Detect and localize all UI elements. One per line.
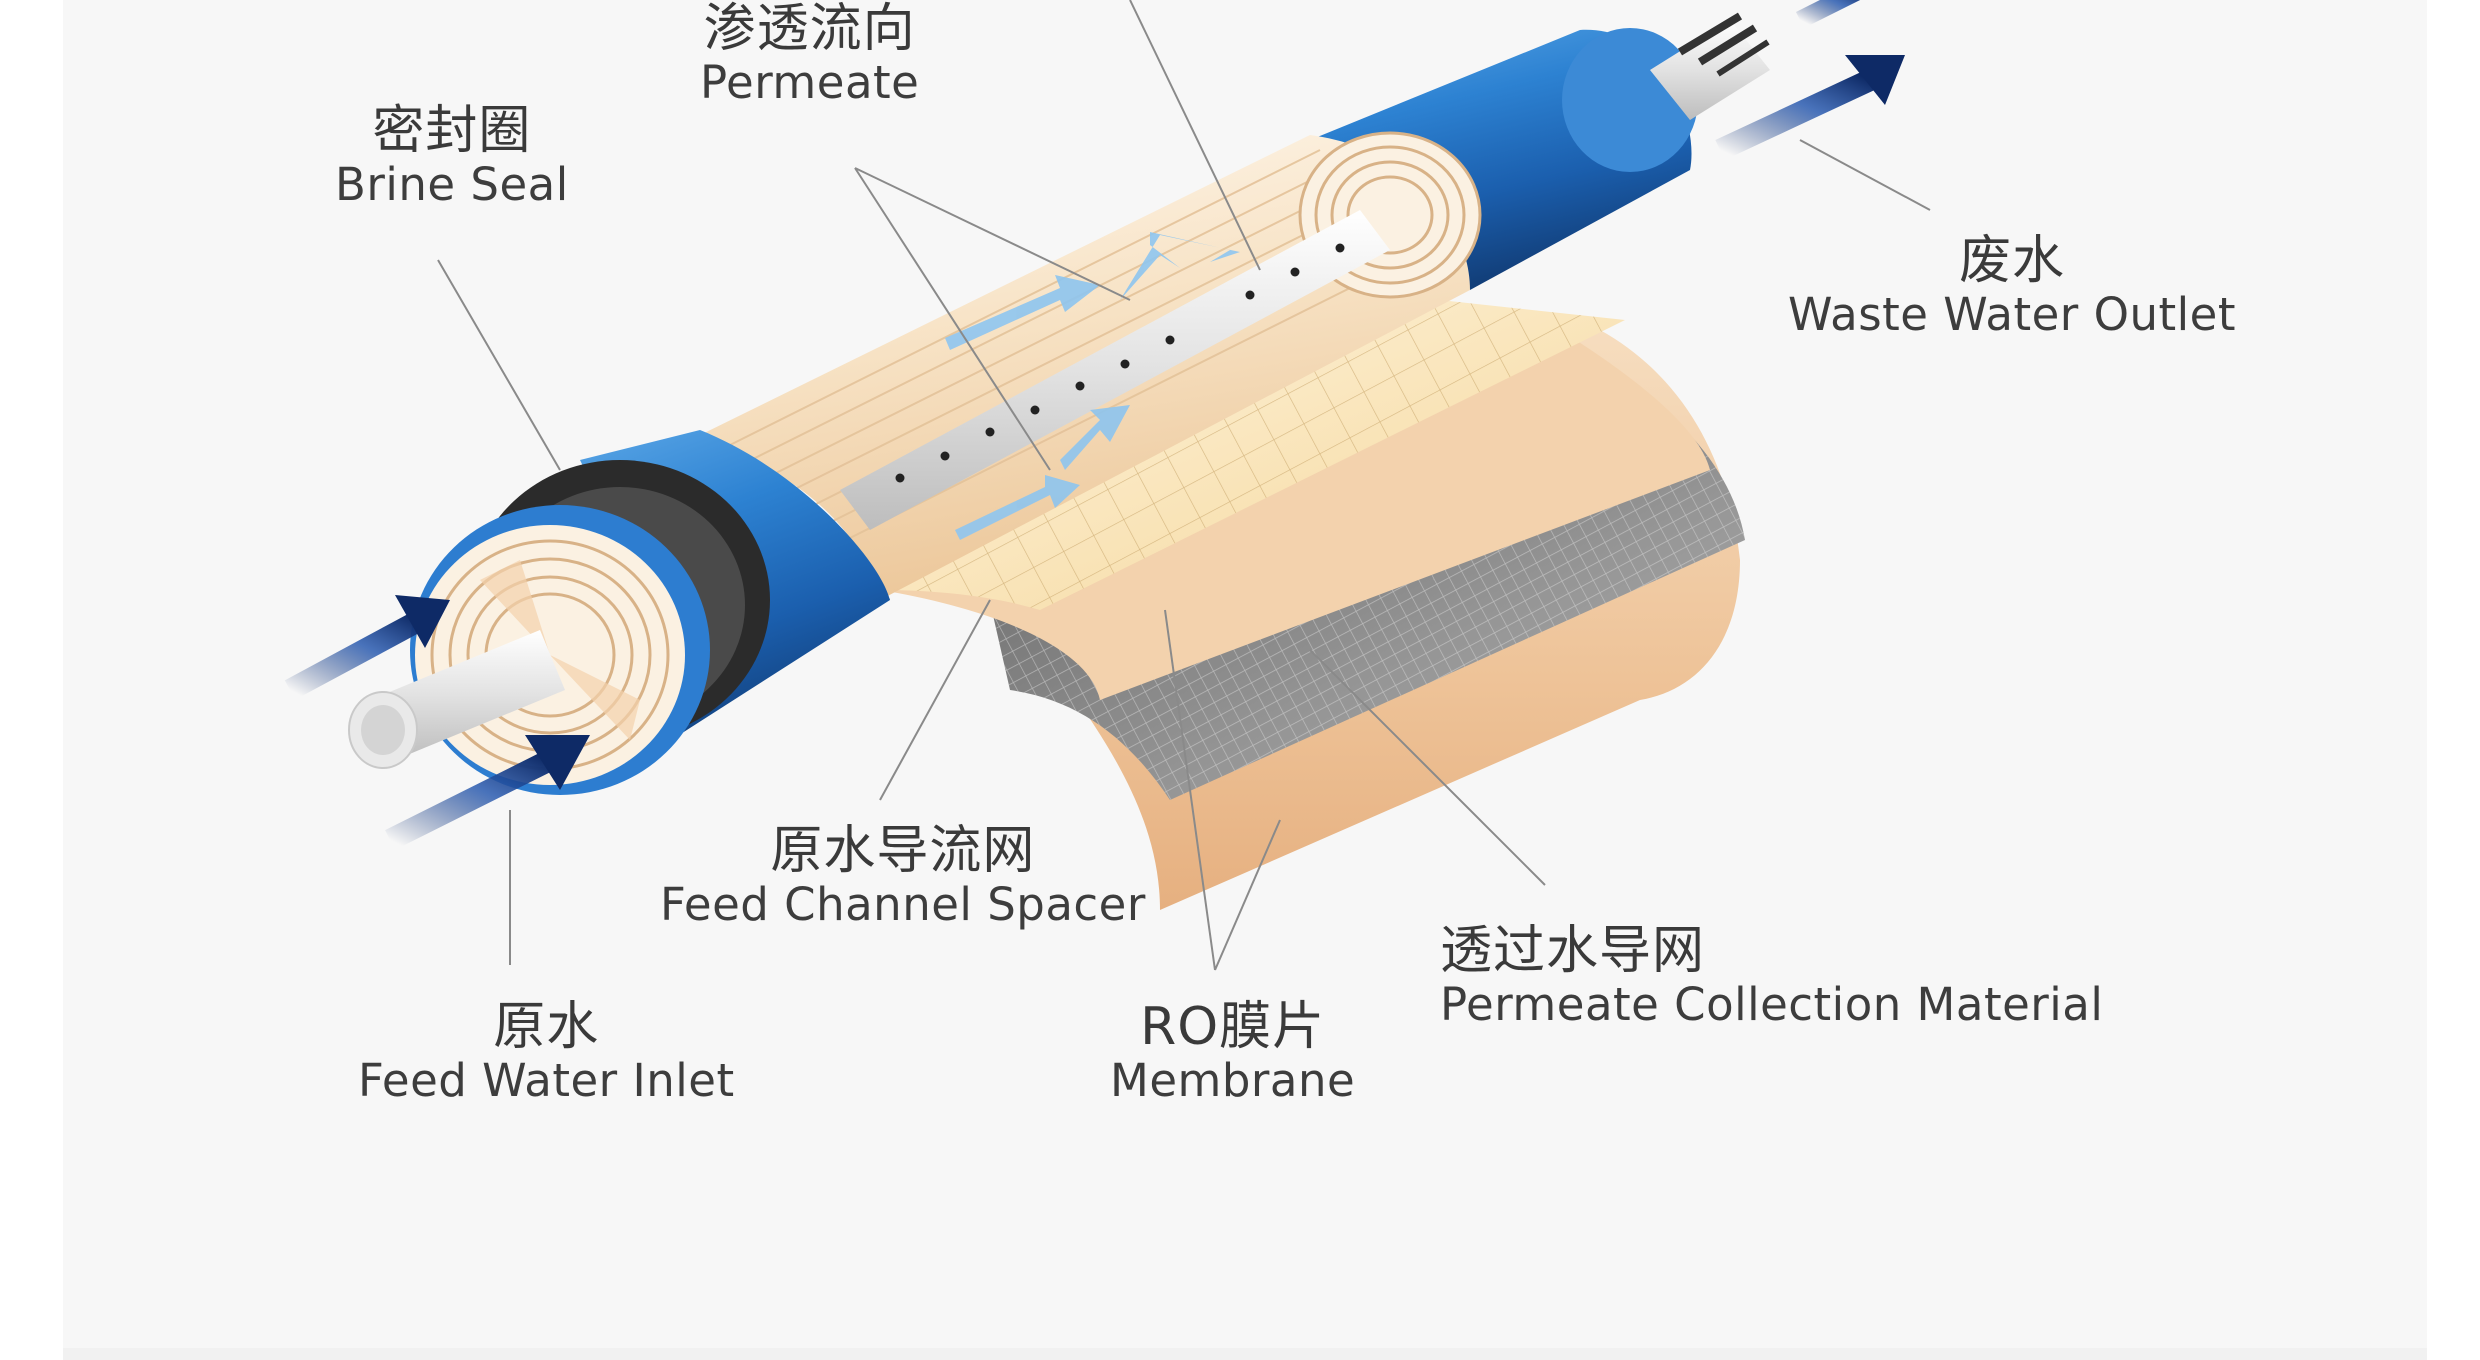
leader-collection xyxy=(1309,649,1546,886)
feed-water-arrow-upper xyxy=(284,595,450,700)
outlet-arrow-top xyxy=(1795,0,1861,29)
leader-permeate-a xyxy=(854,167,1131,301)
leader-membrane-b xyxy=(1214,819,1281,971)
label-permeate-collection-zh: 透过水导网 xyxy=(1440,921,1706,981)
label-membrane-zh: RO膜片 xyxy=(1140,997,1326,1057)
label-brine-seal-zh: 密封圈 xyxy=(372,101,532,161)
tube-perforations xyxy=(895,243,1345,483)
leader-permeate-b xyxy=(854,167,1051,471)
outlet-fitting xyxy=(1650,12,1770,120)
leader-feed-channel xyxy=(879,599,991,801)
label-brine-seal: 密封圈 Brine Seal xyxy=(335,102,569,211)
label-brine-seal-en: Brine Seal xyxy=(335,158,569,212)
feed-inlet-pipe xyxy=(348,630,565,769)
ro-membrane-sheet xyxy=(880,330,1710,700)
leader-lines xyxy=(437,0,1931,971)
label-waste-water: 废水 Waste Water Outlet xyxy=(1788,232,2236,341)
label-waste-water-en: Waste Water Outlet xyxy=(1788,288,2237,342)
label-feed-channel-spacer-zh: 原水导流网 xyxy=(770,821,1036,881)
leader-waste-water xyxy=(1799,139,1931,211)
feed-channel-spacer-grid xyxy=(880,300,1625,610)
leader-membrane-a xyxy=(1164,609,1216,971)
waste-water-arrow xyxy=(1715,55,1905,160)
leader-brine-seal xyxy=(437,259,561,471)
permeate-collection-tube xyxy=(840,210,1390,530)
label-permeate-zh: 渗透流向 xyxy=(703,0,916,59)
label-membrane: RO膜片 Membrane xyxy=(1110,998,1355,1107)
label-feed-water-zh: 原水 xyxy=(493,997,600,1057)
label-permeate-collection: 透过水导网 Permeate Collection Material xyxy=(1440,922,2103,1031)
feed-water-arrow-lower xyxy=(385,735,590,850)
label-feed-channel-spacer-en: Feed Channel Spacer xyxy=(660,878,1146,932)
leader-permeate-top xyxy=(1129,0,1261,271)
label-permeate: 渗透流向 Permeate xyxy=(700,0,919,109)
label-permeate-en: Permeate xyxy=(700,56,920,110)
label-feed-water-en: Feed Water Inlet xyxy=(358,1054,735,1108)
label-waste-water-zh: 废水 xyxy=(1959,231,2066,291)
label-feed-water: 原水 Feed Water Inlet xyxy=(358,998,735,1107)
label-membrane-en: Membrane xyxy=(1110,1054,1356,1108)
permeate-flow-arrows xyxy=(945,232,1240,540)
label-feed-channel-spacer: 原水导流网 Feed Channel Spacer xyxy=(660,822,1146,931)
label-permeate-collection-en: Permeate Collection Material xyxy=(1440,978,2104,1032)
